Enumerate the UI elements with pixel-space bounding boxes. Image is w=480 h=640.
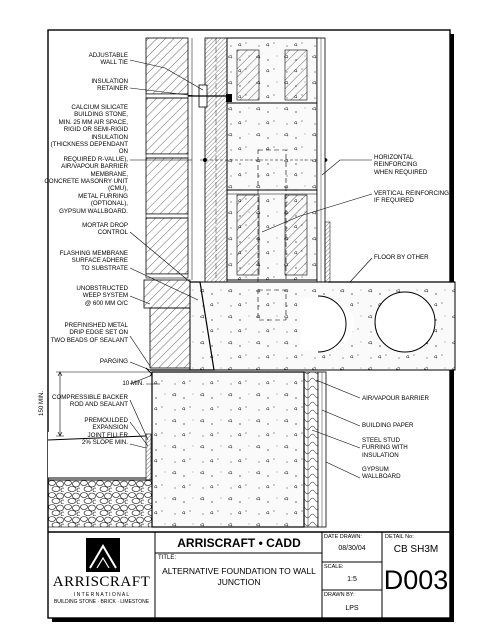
sheet-number: D003 (383, 565, 449, 595)
label-backer-rod: COMPRESSIBLE BACKER ROD AND SEALANT (52, 394, 128, 409)
label-parging: PARGING (99, 358, 128, 365)
detail-label: DETAIL No: (385, 534, 414, 540)
label-horizontal-reinforcing: HORIZONTAL REINFORCING WHEN REQUIRED (374, 154, 428, 176)
label-vertical-reinforcing: VERTICAL REINFORCING IF REQUIRED (374, 190, 449, 205)
label-air-vapour-barrier: AIR/VAPOUR BARRIER (362, 395, 429, 402)
company-name: ARRISCRAFT (52, 574, 151, 590)
drawn-by-label: DRAWN BY: (324, 592, 355, 598)
wall-section (47, 37, 456, 528)
label-flashing-membrane: FLASHING MEMBRANE SURFACE ADHERE TO SUBS… (59, 250, 128, 272)
label-mortar-drop-control: MORTAR DROP CONTROL (82, 222, 128, 237)
label-slope: 2% SLOPE MIN. (81, 439, 128, 446)
label-drip-edge: PREFINISHED METAL DRIP EDGE SET ON TWO B… (50, 322, 128, 344)
label-150-min: 150 MIN. (38, 390, 45, 416)
detail-number: CB SH3M (393, 544, 439, 555)
scale-value: 1:5 (347, 576, 357, 583)
date-value: 08/30/04 (338, 545, 366, 552)
scale-label: SCALE: (324, 564, 344, 570)
company-tagline: BUILDING STONE · BRICK · LIMESTONE (53, 599, 150, 605)
label-gypsum-wallboard: GYPSUM WALLBOARD (362, 466, 401, 481)
label-expansion-joint: PREMOULDED EXPANSION JOINT FILLER (84, 417, 128, 439)
label-ten-min: 10 MIN. (122, 380, 144, 387)
date-label: DATE DRAWN: (324, 534, 362, 540)
title-block-frame (48, 531, 450, 618)
label-building-paper: BUILDING PAPER (362, 422, 414, 429)
label-steel-stud: STEEL STUD FURRING WITH INSULATION (362, 437, 408, 459)
title-label: TITLE: (158, 555, 177, 561)
arriscraft-logo-mark (86, 538, 120, 572)
label-floor-by-other: FLOOR BY OTHER (374, 254, 429, 261)
company-subtitle: I N T E R N A T I O N A L (73, 592, 130, 598)
drawing-title: ALTERNATIVE FOUNDATION TO WALL JUNCTION (162, 566, 316, 587)
label-weep-system: UNOBSTRUCTED WEEP SYSTEM @ 600 MM O/C (76, 285, 128, 307)
stone-veneer (143, 37, 191, 369)
label-adjustable-wall-tie: ADJUSTABLE WALL TIE (88, 52, 128, 67)
label-wall-assembly: CALCIUM SILICATE BUILDING STONE, MIN. 25… (44, 104, 128, 215)
drawn-by-value: LPS (345, 605, 359, 612)
label-insulation-retainer: INSULATION RETAINER (91, 78, 128, 93)
brand-header: ARRISCRAFT • CADD (177, 536, 301, 550)
